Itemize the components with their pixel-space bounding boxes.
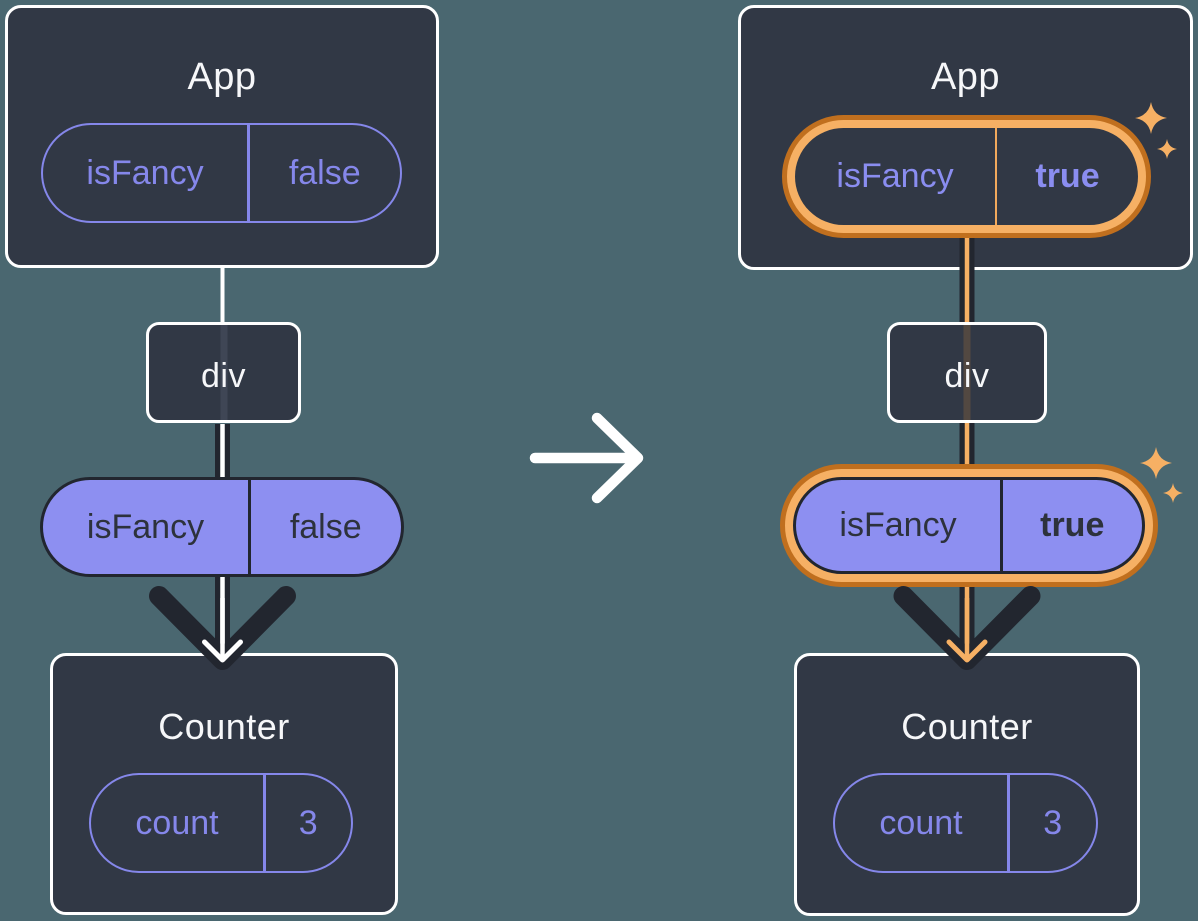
- div-passthrough-stripe: [220, 325, 227, 420]
- prop-name: isFancy: [839, 506, 957, 544]
- div-node-label: div: [201, 357, 246, 395]
- prop-pill-before: isFancy false: [40, 477, 404, 577]
- state-name: isFancy: [836, 157, 954, 195]
- pill-divider: [248, 480, 251, 574]
- state-name: isFancy: [86, 153, 204, 192]
- arrow-down-icon: [149, 586, 296, 670]
- pill-divider: [995, 128, 997, 225]
- app-card-title: App: [187, 56, 257, 98]
- counter-state-pill-before: count 3: [89, 773, 353, 873]
- pill-divider: [1007, 775, 1010, 871]
- prop-pill-after-highlighted: isFancy true: [780, 464, 1158, 587]
- pill-divider: [1000, 480, 1003, 571]
- state-name: count: [879, 803, 963, 842]
- div-node-before: div: [146, 322, 301, 423]
- prop-value: true: [1040, 506, 1105, 544]
- div-passthrough-stripe: [963, 325, 971, 420]
- sparkle-icon: [1163, 483, 1183, 503]
- state-value: false: [288, 153, 361, 192]
- div-node-label: div: [944, 357, 990, 395]
- arrow-down-icon: [893, 586, 1041, 670]
- state-value: 3: [1043, 803, 1063, 842]
- pill-divider: [263, 775, 266, 871]
- counter-state-pill-after: count 3: [833, 773, 1098, 873]
- pill-divider: [247, 125, 250, 221]
- counter-card-title: Counter: [901, 706, 1033, 747]
- state-name: count: [135, 803, 219, 842]
- sparkle-icon: [1140, 447, 1172, 479]
- transition-arrow-icon: [529, 412, 644, 504]
- prop-value: false: [289, 507, 362, 546]
- app-state-pill-before: isFancy false: [41, 123, 402, 223]
- app-card-title: App: [930, 56, 1001, 98]
- div-node-after: div: [887, 322, 1047, 423]
- counter-card-title: Counter: [158, 706, 290, 747]
- app-state-pill-after-highlighted: isFancy true: [782, 115, 1151, 238]
- prop-name: isFancy: [86, 507, 205, 546]
- state-value: 3: [298, 803, 318, 842]
- state-value: true: [1035, 157, 1100, 195]
